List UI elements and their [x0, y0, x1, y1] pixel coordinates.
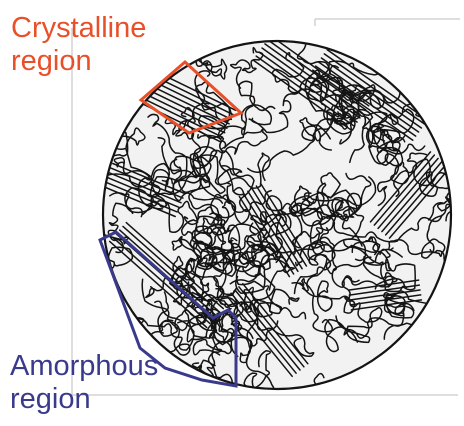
- polymer-chain: [247, 117, 331, 173]
- crystalline-label-line2: region: [11, 45, 92, 77]
- polymer-chain: [368, 122, 410, 185]
- polymer-chain: [103, 130, 129, 181]
- polymer-chain: [205, 242, 250, 320]
- polymer-chain: [247, 190, 299, 273]
- polymer-chain: [314, 172, 372, 226]
- polymer-chain: [427, 182, 451, 221]
- polymer-chain: [103, 127, 168, 214]
- polymer-chain: [383, 285, 408, 340]
- polymer-chain: [171, 255, 196, 307]
- polymer-chain: [369, 151, 432, 223]
- polymer-chain: [171, 235, 271, 271]
- polymer-chain: [143, 98, 224, 138]
- polymer-chain: [238, 286, 305, 368]
- polymer-chain: [172, 166, 251, 225]
- polymer-chain: [307, 76, 402, 104]
- polymer-chain: [341, 261, 416, 314]
- polymer-chain: [195, 197, 231, 272]
- polymer-chain: [348, 284, 421, 296]
- polymer-chain: [189, 231, 218, 271]
- polymer-chain: [347, 279, 420, 291]
- polymer-chain: [112, 236, 211, 325]
- polymer-chain: [145, 93, 226, 134]
- polymer-chain: [288, 192, 356, 227]
- polymer-chain: [326, 60, 385, 110]
- amorphous-region-outline: [98, 230, 238, 388]
- polymer-chain: [320, 172, 377, 221]
- polymer-chain: [312, 69, 414, 141]
- polymer-chain: [268, 288, 307, 320]
- polymer-chain: [147, 113, 218, 194]
- polymer-chain: [178, 239, 235, 303]
- polymer-chain: [258, 51, 358, 123]
- polymer-chain: [154, 76, 235, 116]
- amorphous-region-label: Amorphous region: [10, 350, 158, 416]
- polymer-chain: [235, 265, 282, 347]
- polymer-chain: [343, 84, 404, 132]
- polymer-chain: [194, 225, 315, 357]
- polymer-chain: [152, 80, 233, 121]
- polymer-chain: [349, 289, 421, 301]
- polymer-chain: [107, 202, 134, 254]
- polymer-chain: [310, 227, 403, 275]
- polymer-chain: [299, 278, 359, 343]
- polymer-chain: [310, 69, 360, 142]
- polymer-chain: [246, 200, 315, 255]
- amorphous-label-line2: region: [10, 383, 91, 415]
- polymer-chain: [226, 243, 277, 318]
- polymer-chain: [220, 313, 254, 364]
- polymer-chain: [169, 158, 243, 195]
- polymer-chain: [293, 253, 332, 295]
- polymer-chain: [110, 167, 184, 199]
- polymer-chain: [261, 47, 361, 119]
- polymer-chain: [349, 92, 406, 144]
- polymer-chain: [145, 104, 273, 206]
- polymer-chain: [103, 242, 134, 269]
- polymer-chain: [103, 221, 130, 262]
- polymer-chain: [223, 80, 276, 149]
- polymer-chain: [103, 185, 176, 218]
- polymer-chain: [279, 41, 353, 145]
- polymer-chain: [365, 125, 426, 207]
- crystalline-region-outline: [138, 59, 244, 135]
- polymer-chain: [150, 85, 230, 125]
- polymer-chain: [321, 306, 383, 353]
- polymer-chain: [317, 61, 420, 133]
- polymer-chain: [149, 199, 199, 233]
- polymer-chain: [195, 215, 241, 265]
- polymer-chain: [265, 185, 344, 221]
- polymer-chain: [191, 216, 229, 247]
- polymer-chain: [192, 338, 233, 367]
- polymer-chain: [248, 52, 323, 134]
- polymer-chain: [158, 304, 229, 342]
- polymer-chain: [393, 152, 451, 198]
- polymer-chain: [326, 49, 428, 121]
- polymer-chain: [108, 171, 182, 204]
- polymer-chain: [229, 46, 264, 89]
- polymer-chain: [197, 133, 247, 197]
- amorphous-label-line1: Amorphous: [10, 350, 159, 382]
- polymer-chains: [103, 41, 451, 389]
- polymer-chain: [125, 221, 225, 310]
- polymer-chain: [365, 236, 392, 272]
- polymer-chain: [229, 235, 288, 291]
- polymer-chain: [124, 162, 201, 218]
- polymer-chain: [113, 157, 164, 210]
- polymer-chain: [373, 154, 436, 226]
- polymer-chain: [118, 229, 218, 317]
- polymer-chain: [377, 157, 439, 230]
- crystalline-region-label: Crystalline region: [11, 12, 146, 78]
- polymer-chain: [343, 238, 398, 288]
- specimen-outline: [101, 39, 453, 391]
- polymer-chain: [388, 167, 451, 239]
- polymer-chain: [164, 70, 211, 136]
- crystalline-label-line1: Crystalline: [11, 12, 147, 44]
